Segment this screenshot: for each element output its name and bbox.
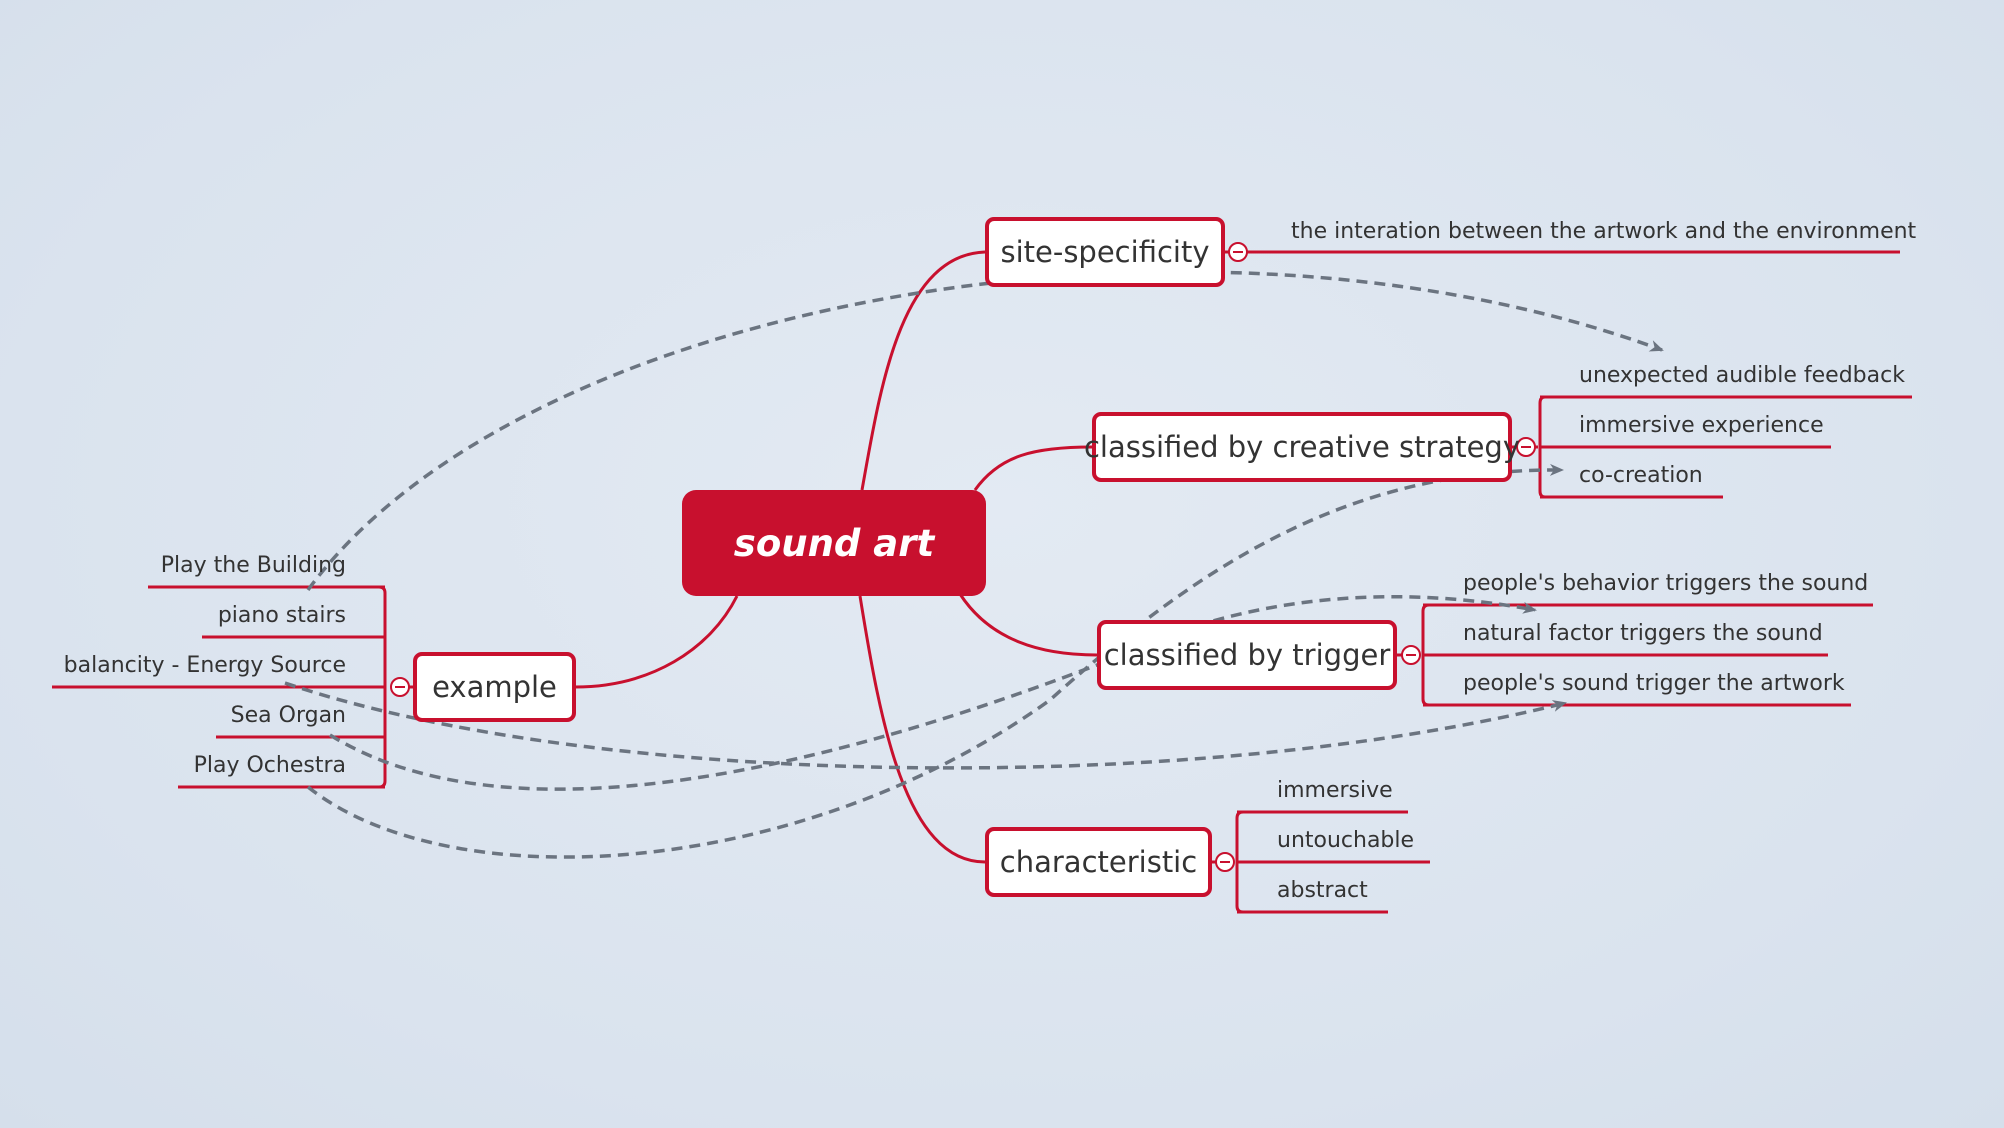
topic-label: example <box>432 669 557 704</box>
branch-line-example <box>574 595 739 689</box>
branch-line-characteristic <box>858 595 986 864</box>
leaf-abstract[interactable]: abstract <box>1277 878 1368 903</box>
topic-example[interactable]: example <box>413 652 576 722</box>
topic-trigger[interactable]: classified by trigger <box>1097 620 1397 690</box>
central-topic-label: sound art <box>733 521 935 565</box>
branch-line-strategy <box>973 445 1093 491</box>
toggle-layer <box>390 242 1536 872</box>
leaf-sea-organ[interactable]: Sea Organ <box>230 703 346 728</box>
relationship-play-building <box>306 270 1664 592</box>
topic-creative-strategy[interactable]: classified by creative strategy <box>1084 412 1520 482</box>
leaf-balancity[interactable]: balancity - Energy Source <box>63 653 346 678</box>
minus-circle-icon[interactable] <box>1401 645 1421 665</box>
branch-line-trigger <box>958 593 1098 657</box>
relationship-balancity <box>284 681 1567 770</box>
leaf-immersive[interactable]: immersive <box>1277 778 1393 803</box>
leaf-unexpected-audible-feedback[interactable]: unexpected audible feedback <box>1579 363 1905 388</box>
leaf-natural-factor-triggers[interactable]: natural factor triggers the sound <box>1463 621 1823 646</box>
leaf-immersive-experience[interactable]: immersive experience <box>1579 413 1824 438</box>
relationship-play-ochestra <box>306 463 1564 859</box>
leaf-co-creation[interactable]: co-creation <box>1579 463 1703 488</box>
topic-site-specificity[interactable]: site-specificity <box>985 217 1225 287</box>
branch-line-site <box>860 250 986 491</box>
topic-label: site-specificity <box>1000 234 1210 269</box>
topic-characteristic[interactable]: characteristic <box>985 827 1212 897</box>
minus-circle-icon[interactable] <box>1516 437 1536 457</box>
relationship-layer[interactable] <box>284 270 1664 859</box>
topic-label: characteristic <box>999 844 1198 879</box>
minus-circle-icon[interactable] <box>390 677 410 697</box>
minus-circle-icon[interactable] <box>1215 852 1235 872</box>
minus-circle-icon[interactable] <box>1228 242 1248 262</box>
leaf-piano-stairs[interactable]: piano stairs <box>217 603 346 628</box>
leaf-play-the-building[interactable]: Play the Building <box>160 553 346 578</box>
leaf-untouchable[interactable]: untouchable <box>1277 828 1415 853</box>
leaf-play-ochestra[interactable]: Play Ochestra <box>193 753 346 778</box>
central-topic[interactable]: sound art <box>682 490 986 596</box>
topic-label: classified by trigger <box>1103 637 1391 672</box>
relationship-sea-organ <box>329 595 1537 791</box>
leaf-behavior-triggers[interactable]: people's behavior triggers the sound <box>1463 571 1869 596</box>
topic-label: classified by creative strategy <box>1083 429 1521 464</box>
leaf-sound-trigger-artwork[interactable]: people's sound trigger the artwork <box>1463 671 1845 696</box>
leaf-site-interaction[interactable]: the interation between the artwork and t… <box>1291 219 1917 244</box>
